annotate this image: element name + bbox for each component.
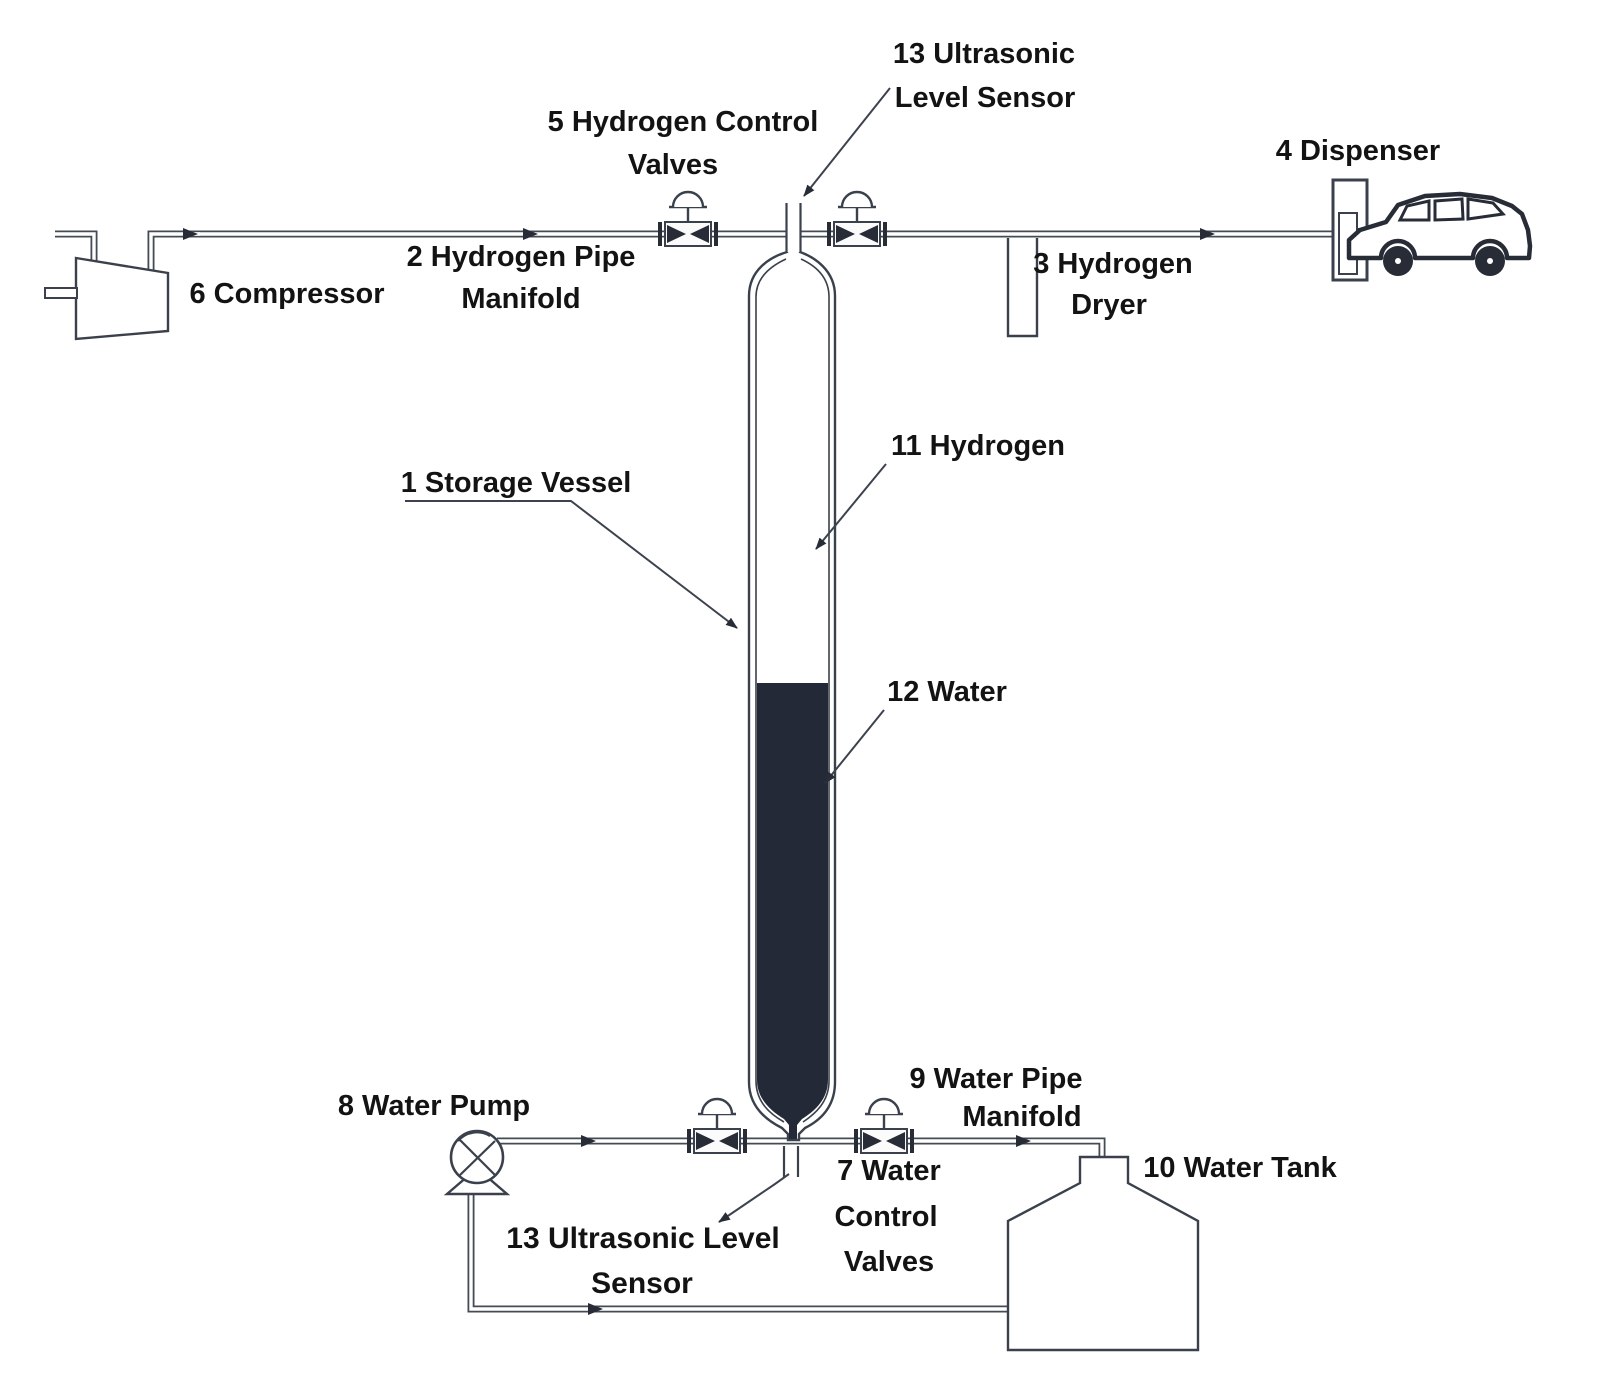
hydrogen-control-valve-right bbox=[827, 190, 887, 247]
label-water-control-valves-1: 7 Water bbox=[837, 1155, 941, 1187]
flow-arrow bbox=[1200, 228, 1215, 240]
vessel-top-neck bbox=[785, 203, 802, 252]
compressor-outlet-pipe bbox=[147, 230, 200, 273]
label-water-tank: 10 Water Tank bbox=[1143, 1152, 1337, 1184]
vessel-water-fill bbox=[757, 683, 828, 1139]
label-dispenser: 4 Dispenser bbox=[1276, 135, 1440, 167]
pump-impeller bbox=[458, 1138, 497, 1177]
vessel-inner-wall-left bbox=[755, 258, 787, 1123]
label-storage-vessel: 1 Storage Vessel bbox=[401, 467, 632, 499]
label-hydrogen-region: 11 Hydrogen bbox=[891, 430, 1065, 462]
label-hydrogen-control-valves-1: 5 Hydrogen Control bbox=[548, 106, 819, 138]
label-water-pump: 8 Water Pump bbox=[338, 1090, 530, 1122]
leader-storage-vessel bbox=[405, 500, 738, 629]
car bbox=[1346, 191, 1533, 276]
water-control-valve-right bbox=[854, 1097, 914, 1154]
label-hydrogen-dryer-2: Dryer bbox=[1071, 289, 1147, 321]
label-ultrasonic-top-1: 13 Ultrasonic bbox=[893, 38, 1075, 70]
labels: 1 Storage Vessel 2 Hydrogen Pipe Manifol… bbox=[189, 38, 1440, 1300]
label-hydrogen-dryer-1: 3 Hydrogen bbox=[1033, 248, 1193, 280]
label-ultrasonic-top-2: Level Sensor bbox=[895, 82, 1076, 114]
water-control-valve-left bbox=[687, 1097, 747, 1154]
hydrogen-dryer bbox=[1006, 238, 1039, 338]
label-ultrasonic-bottom-2: Sensor bbox=[591, 1267, 693, 1300]
flow-arrows bbox=[183, 228, 1215, 1315]
car-window-front bbox=[1397, 199, 1431, 222]
compressor-inlet-pipe bbox=[55, 230, 98, 262]
label-water-control-valves-2: Control bbox=[834, 1201, 937, 1233]
water-tank bbox=[1006, 1155, 1200, 1352]
flow-arrow bbox=[523, 228, 538, 240]
leader-ultrasonic-top bbox=[803, 87, 891, 197]
leader-hydrogen bbox=[815, 463, 887, 550]
compressor bbox=[44, 256, 170, 341]
storage-vessel bbox=[747, 203, 837, 1177]
label-hydrogen-pipe-manifold-1: 2 Hydrogen Pipe bbox=[407, 241, 636, 273]
compressor-body bbox=[74, 256, 170, 341]
leader-lines bbox=[405, 87, 891, 1223]
pump-volute bbox=[457, 1131, 491, 1142]
flow-arrow bbox=[581, 1135, 596, 1147]
hydrogen-control-valve-left bbox=[658, 190, 718, 247]
bottom-sensor-tube bbox=[782, 1146, 800, 1177]
label-hydrogen-control-valves-2: Valves bbox=[628, 149, 718, 181]
label-water-pipe-manifold-1: 9 Water Pipe bbox=[910, 1063, 1083, 1095]
leader-ultrasonic-bottom bbox=[718, 1173, 790, 1223]
label-water-region: 12 Water bbox=[887, 676, 1007, 708]
leader-water bbox=[824, 709, 885, 784]
label-compressor: 6 Compressor bbox=[189, 278, 384, 310]
flow-arrow bbox=[1016, 1135, 1031, 1147]
compressor-shaft bbox=[44, 287, 78, 299]
flow-arrow bbox=[588, 1303, 603, 1315]
flow-arrow bbox=[183, 228, 198, 240]
label-water-control-valves-3: Valves bbox=[844, 1246, 934, 1278]
vessel-inner-wall-right bbox=[800, 258, 830, 1123]
label-ultrasonic-bottom-1: 13 Ultrasonic Level bbox=[506, 1222, 779, 1255]
label-water-pipe-manifold-2: Manifold bbox=[962, 1101, 1081, 1133]
car-window-mid bbox=[1433, 197, 1465, 222]
car-window-rear bbox=[1466, 197, 1507, 221]
control-valves bbox=[658, 190, 914, 1154]
label-hydrogen-pipe-manifold-2: Manifold bbox=[461, 283, 580, 315]
water-pump bbox=[443, 1129, 511, 1196]
